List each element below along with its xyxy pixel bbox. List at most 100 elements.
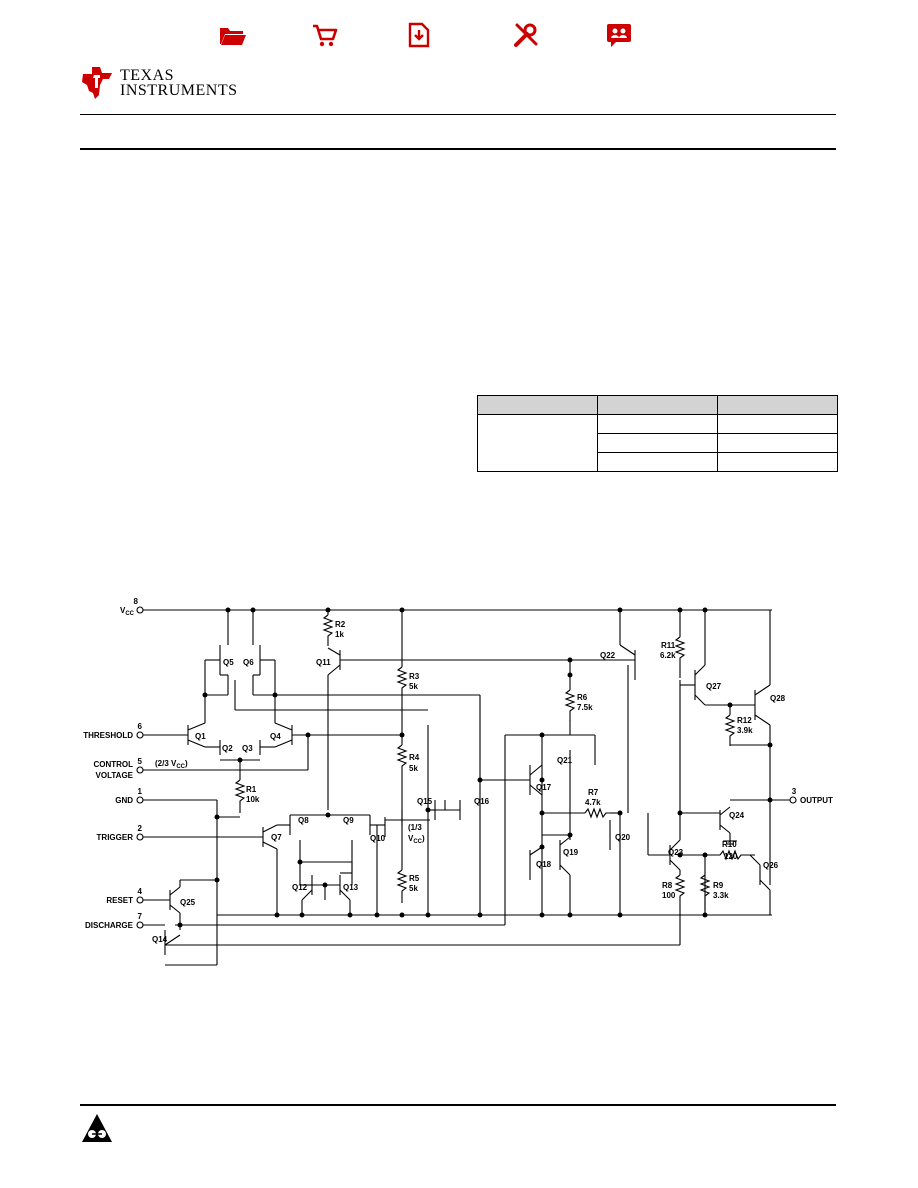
label-q20: Q20 xyxy=(615,833,631,842)
table-cell xyxy=(717,452,838,472)
label-q7: Q7 xyxy=(271,833,282,842)
pin-trigger-label: TRIGGER xyxy=(97,833,134,842)
pin-output-number: 3 xyxy=(792,787,797,796)
logo-line1: TEXAS xyxy=(120,67,175,84)
label-q16: Q16 xyxy=(474,797,490,806)
label-r7-value: 4.7k xyxy=(585,798,601,807)
schematic-diagram: 8 VCC 6 THRESHOLD 5 CONTROL VOLTAGE 1 GN… xyxy=(83,597,833,966)
note-one-third-a: (1/3 xyxy=(408,823,422,832)
tools-icon[interactable] xyxy=(511,20,541,50)
table-cell xyxy=(597,414,718,434)
note-two-thirds-sub: CC xyxy=(176,764,185,770)
pin-trigger-number: 2 xyxy=(138,824,143,833)
pin-vcc-main: V xyxy=(120,606,126,615)
pin-output-label: OUTPUT xyxy=(800,796,833,805)
note-one-third-b: VCC) xyxy=(408,834,425,845)
label-r1: R1 xyxy=(246,785,257,794)
pin-gnd-label: GND xyxy=(115,796,133,805)
label-r2-value: 1k xyxy=(335,630,344,639)
pin-discharge-number: 7 xyxy=(138,912,143,921)
label-q14: Q14 xyxy=(152,935,168,944)
label-r12-value: 3.9k xyxy=(737,726,753,735)
community-icon[interactable] xyxy=(604,20,634,50)
label-q24: Q24 xyxy=(729,811,745,820)
label-q12: Q12 xyxy=(292,883,308,892)
label-r9-value: 3.3k xyxy=(713,891,729,900)
label-r8: R8 xyxy=(662,881,673,890)
note-two-thirds-main: (2/3 V xyxy=(155,759,177,768)
pin-reset-number: 4 xyxy=(138,887,143,896)
label-r10: R10 xyxy=(722,840,737,849)
pin-threshold-number: 6 xyxy=(138,722,143,731)
label-q18: Q18 xyxy=(536,860,552,869)
info-table xyxy=(477,395,838,472)
label-r4: R4 xyxy=(409,753,420,762)
label-r3: R3 xyxy=(409,672,420,681)
label-r10-value: 120 xyxy=(724,852,738,861)
label-q13: Q13 xyxy=(343,883,359,892)
label-r11-value: 6.2k xyxy=(660,651,676,660)
table-cell xyxy=(717,414,838,434)
label-r8-value: 100 xyxy=(662,891,676,900)
label-r2: R2 xyxy=(335,620,346,629)
label-r1-value: 10k xyxy=(246,795,260,804)
table-header-cell xyxy=(597,395,718,415)
table-header-cell xyxy=(717,395,838,415)
pin-control-number: 5 xyxy=(138,757,143,766)
label-q15: Q15 xyxy=(417,797,433,806)
pin-reset-label: RESET xyxy=(106,896,133,905)
label-q8: Q8 xyxy=(298,816,309,825)
note-two-thirds: (2/3 VCC) xyxy=(155,759,188,770)
label-r12: R12 xyxy=(737,716,752,725)
table-cell xyxy=(597,433,718,453)
label-r5-value: 5k xyxy=(409,884,418,893)
pin-gnd-number: 1 xyxy=(138,787,143,796)
ti-logo-icon xyxy=(82,67,112,99)
table-cell xyxy=(717,433,838,453)
header-rule-top xyxy=(80,114,836,115)
label-q5: Q5 xyxy=(223,658,234,667)
label-q6: Q6 xyxy=(243,658,254,667)
company-logo[interactable]: TEXAS INSTRUMENTS xyxy=(80,64,240,104)
label-q28: Q28 xyxy=(770,694,786,703)
table-cell xyxy=(477,414,598,472)
footer-rule xyxy=(80,1104,836,1106)
label-q17: Q17 xyxy=(536,783,552,792)
pin-control-label1: CONTROL xyxy=(93,760,133,769)
label-q19: Q19 xyxy=(563,848,579,857)
pin-discharge-label: DISCHARGE xyxy=(85,921,134,930)
table-cell xyxy=(597,452,718,472)
label-q11: Q11 xyxy=(316,658,331,667)
label-q3: Q3 xyxy=(242,744,253,753)
warning-scales-icon xyxy=(80,1112,114,1144)
pin-vcc-label: VCC xyxy=(120,606,135,617)
label-q9: Q9 xyxy=(343,816,354,825)
note-one-third-v: V xyxy=(408,834,414,843)
pin-threshold-label: THRESHOLD xyxy=(83,731,133,740)
label-r5: R5 xyxy=(409,874,420,883)
label-q26: Q26 xyxy=(763,861,779,870)
label-r6: R6 xyxy=(577,693,588,702)
label-q23: Q23 xyxy=(668,848,684,857)
label-q21: Q21 xyxy=(557,756,573,765)
label-q1: Q1 xyxy=(195,732,206,741)
cart-icon[interactable] xyxy=(310,20,340,50)
note-two-thirds-end: ) xyxy=(185,759,188,768)
logo-line2: INSTRUMENTS xyxy=(120,82,238,99)
note-one-third-end: ) xyxy=(422,834,425,843)
label-q22: Q22 xyxy=(600,651,616,660)
label-r11: R11 xyxy=(661,641,676,650)
table-row xyxy=(477,414,838,472)
label-q4: Q4 xyxy=(270,732,281,741)
table-header-row xyxy=(477,395,838,415)
top-toolbar xyxy=(0,20,918,50)
table-header-cell xyxy=(477,395,598,415)
table-row xyxy=(478,452,838,472)
folder-icon[interactable] xyxy=(218,20,248,50)
label-r6-value: 7.5k xyxy=(577,703,593,712)
logo-wordmark: TEXAS INSTRUMENTS xyxy=(120,67,238,99)
header-rule-bottom xyxy=(80,148,836,150)
download-icon[interactable] xyxy=(404,20,434,50)
table-row xyxy=(478,433,838,453)
pin-vcc-number: 8 xyxy=(134,597,139,606)
